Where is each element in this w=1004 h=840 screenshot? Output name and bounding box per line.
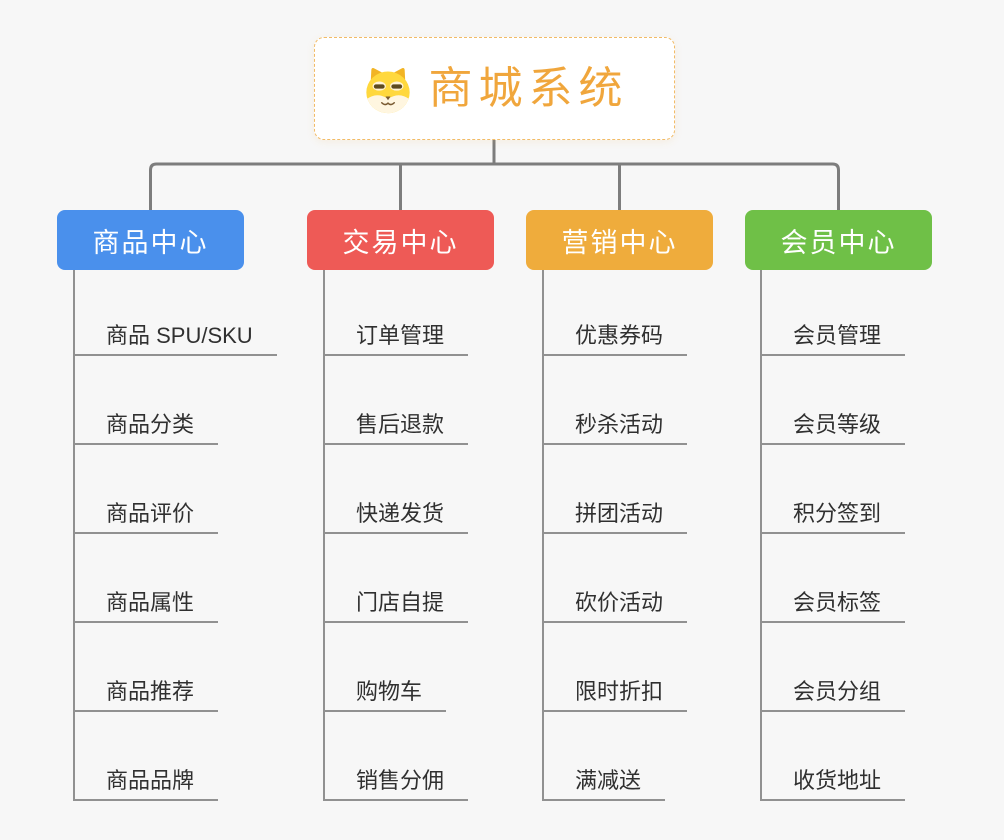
root-title: 商城系统 bbox=[428, 63, 629, 113]
leaf-item[interactable]: 限时折扣 bbox=[542, 674, 688, 712]
leaf-item[interactable]: 积分签到 bbox=[760, 496, 906, 534]
root-node[interactable]: 商城系统 bbox=[314, 37, 675, 140]
branch-box-marketing-center[interactable]: 营销中心 bbox=[526, 210, 713, 270]
leaf-item[interactable]: 会员分组 bbox=[760, 674, 906, 712]
leaf-item[interactable]: 商品属性 bbox=[73, 585, 219, 623]
branch-box-member-center[interactable]: 会员中心 bbox=[745, 210, 932, 270]
leaf-item[interactable]: 会员管理 bbox=[760, 318, 906, 356]
leaf-item[interactable]: 满减送 bbox=[542, 763, 666, 801]
branch-box-trade-center[interactable]: 交易中心 bbox=[307, 210, 494, 270]
leaf-item[interactable]: 商品品牌 bbox=[73, 763, 219, 801]
trunk-line-member bbox=[760, 270, 762, 801]
leaf-item[interactable]: 销售分佣 bbox=[323, 763, 469, 801]
leaf-item[interactable]: 快递发货 bbox=[323, 496, 469, 534]
leaf-item[interactable]: 购物车 bbox=[323, 674, 447, 712]
leaf-item[interactable]: 秒杀活动 bbox=[542, 407, 688, 445]
leaf-item[interactable]: 订单管理 bbox=[323, 318, 469, 356]
leaf-item[interactable]: 收货地址 bbox=[760, 763, 906, 801]
leaf-item[interactable]: 商品 SPU/SKU bbox=[73, 318, 277, 356]
leaf-item[interactable]: 商品评价 bbox=[73, 496, 219, 534]
leaf-item[interactable]: 拼团活动 bbox=[542, 496, 688, 534]
leaf-item[interactable]: 会员等级 bbox=[760, 407, 906, 445]
leaf-item[interactable]: 商品推荐 bbox=[73, 674, 219, 712]
leaf-item[interactable]: 售后退款 bbox=[323, 407, 469, 445]
branch-rail-line bbox=[149, 162, 840, 212]
leaf-item[interactable]: 砍价活动 bbox=[542, 585, 688, 623]
dog-face-icon bbox=[361, 64, 415, 114]
leaf-item[interactable]: 会员标签 bbox=[760, 585, 906, 623]
trunk-line-marketing bbox=[542, 270, 544, 801]
leaf-item[interactable]: 商品分类 bbox=[73, 407, 219, 445]
branch-box-product-center[interactable]: 商品中心 bbox=[57, 210, 244, 270]
leaf-item[interactable]: 优惠券码 bbox=[542, 318, 688, 356]
trunk-line-trade bbox=[323, 270, 325, 801]
trunk-line-product bbox=[73, 270, 75, 801]
leaf-item[interactable]: 门店自提 bbox=[323, 585, 469, 623]
